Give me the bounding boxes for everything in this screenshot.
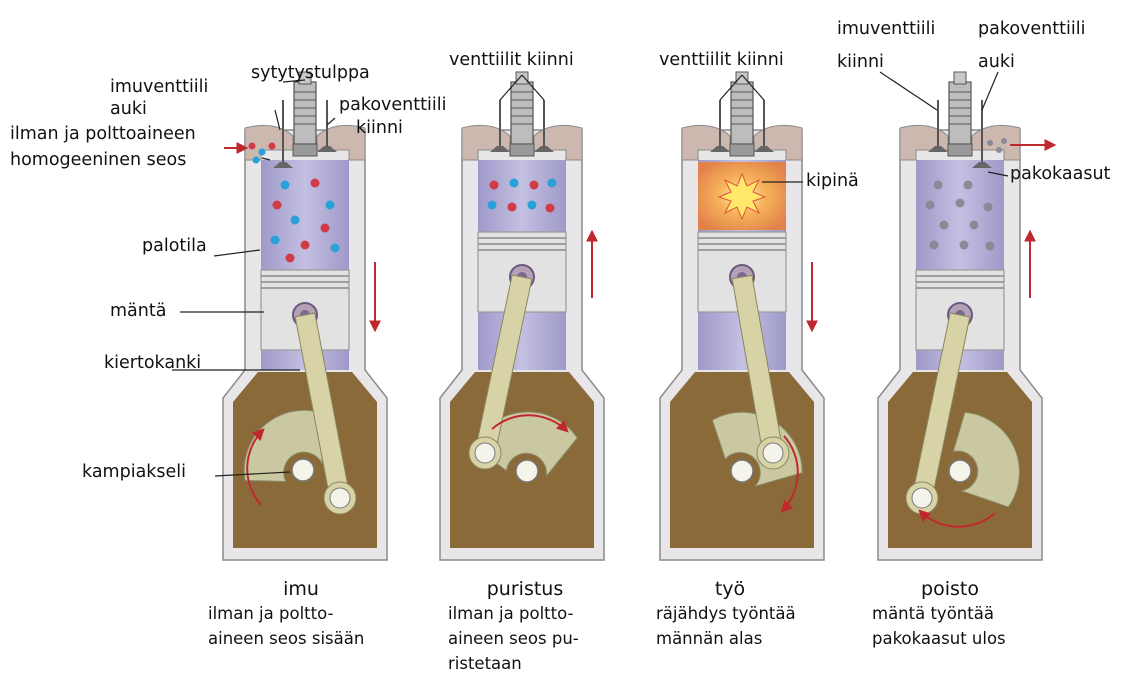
exhaust-valve-open-label-2: auki xyxy=(978,52,1015,73)
piston-label: mäntä xyxy=(110,301,166,322)
spark-plug-label: sytytystulppa xyxy=(251,63,370,84)
leader-line xyxy=(880,72,937,110)
gas-particle xyxy=(271,236,280,245)
crank-pin xyxy=(475,443,495,463)
spark-plug xyxy=(731,82,753,144)
engine-power xyxy=(660,72,824,560)
exhaust-particle xyxy=(1001,138,1007,144)
valves-closed-label-power: venttiilit kiinni xyxy=(659,50,784,71)
stroke-caption-intake: imu ilman ja poltto- aineen seos sisään xyxy=(196,577,406,651)
spark-plug-terminal xyxy=(954,72,966,84)
crank-pin xyxy=(912,488,932,508)
stroke-desc-exhaust: mäntä työntää pakokaasut ulos xyxy=(860,601,1040,651)
gas-particle xyxy=(530,181,539,190)
gas-particle xyxy=(321,224,330,233)
exhaust-gases-label: pakokaasut xyxy=(1010,164,1110,185)
engine-intake xyxy=(223,72,387,560)
spark-burst xyxy=(719,174,765,219)
stroke-desc-intake: ilman ja poltto- aineen seos sisään xyxy=(196,601,406,651)
crankshaft xyxy=(949,460,971,482)
gas-particle xyxy=(286,254,295,263)
exhaust-valve-closed-label-2: kiinni xyxy=(356,118,403,139)
gas-particle xyxy=(546,204,555,213)
spark-plug-base xyxy=(730,144,754,156)
spark-plug xyxy=(294,82,316,144)
crankshaft xyxy=(516,460,538,482)
gas-particle xyxy=(326,201,335,210)
spark-plug-base xyxy=(293,144,317,156)
stroke-title-intake: imu xyxy=(196,577,406,601)
gas-particle xyxy=(488,201,497,210)
stroke-caption-exhaust: poisto mäntä työntää pakokaasut ulos xyxy=(860,577,1040,651)
crankshaft xyxy=(292,459,314,481)
engine-compression xyxy=(440,72,604,560)
leader-line xyxy=(982,72,998,110)
spark-plug-terminal xyxy=(516,72,528,84)
gas-particle xyxy=(490,181,499,190)
intake-valve-open-label-1: imuventtiili xyxy=(110,77,208,98)
spark-plug-terminal xyxy=(736,72,748,84)
intake-particle xyxy=(259,149,266,156)
stroke-title-power: työ xyxy=(640,577,820,601)
stroke-title-exhaust: poisto xyxy=(860,577,1040,601)
gas-particle xyxy=(510,179,519,188)
gas-particle xyxy=(301,241,310,250)
stroke-caption-power: työ räjähdys työntää männän alas xyxy=(640,577,820,651)
gas-particle xyxy=(508,203,517,212)
intake-particle xyxy=(269,143,276,150)
spark-plug xyxy=(511,82,533,144)
leader-line xyxy=(327,118,335,125)
crankshaft-label: kampiakseli xyxy=(82,462,186,483)
exhaust-valve-closed-label-1: pakoventtiili xyxy=(339,95,446,116)
spark-plug-base xyxy=(948,144,972,156)
crank-pin xyxy=(763,443,783,463)
spark-plug xyxy=(949,82,971,144)
gas-particle xyxy=(281,181,290,190)
intake-valve-open-label-2: auki xyxy=(110,99,147,120)
stroke-caption-compression: puristus ilman ja poltto- aineen seos pu… xyxy=(430,577,620,676)
connecting-rod-label: kiertokanki xyxy=(104,353,201,374)
gas-particle xyxy=(964,181,973,190)
exhaust-particle xyxy=(987,140,993,146)
mixture-label-2: homogeeninen seos xyxy=(10,150,186,171)
intake-valve-closed-label-1: imuventtiili xyxy=(837,19,935,40)
spark-label: kipinä xyxy=(806,171,859,192)
intake-particle xyxy=(253,157,260,164)
gas-particle xyxy=(528,201,537,210)
gas-particle xyxy=(986,242,995,251)
gas-particle xyxy=(960,241,969,250)
gas-particle xyxy=(970,221,979,230)
gas-particle xyxy=(934,181,943,190)
gas-particle xyxy=(331,244,340,253)
gas-particle xyxy=(930,241,939,250)
exhaust-valve-open-label-1: pakoventtiili xyxy=(978,19,1085,40)
spark-plug-base xyxy=(510,144,534,156)
gas-particle xyxy=(984,203,993,212)
valves-closed-label-compression: venttiilit kiinni xyxy=(449,50,574,71)
crankshaft xyxy=(731,460,753,482)
gas-particle xyxy=(273,201,282,210)
mixture-label-1: ilman ja polttoaineen xyxy=(10,124,196,145)
stroke-desc-compression: ilman ja poltto- aineen seos pu- risteta… xyxy=(430,601,620,676)
gas-particle xyxy=(291,216,300,225)
exhaust-particle xyxy=(996,147,1002,153)
stroke-desc-power: räjähdys työntää männän alas xyxy=(640,601,820,651)
intake-particle xyxy=(249,143,256,150)
stroke-title-compression: puristus xyxy=(430,577,620,601)
crank-pin xyxy=(330,488,350,508)
gas-particle xyxy=(956,199,965,208)
combustion-chamber-label: palotila xyxy=(142,236,207,257)
gas-particle xyxy=(926,201,935,210)
gas-particle xyxy=(548,179,557,188)
gas-particle xyxy=(311,179,320,188)
intake-valve-closed-label-2: kiinni xyxy=(837,52,884,73)
gas-particle xyxy=(940,221,949,230)
